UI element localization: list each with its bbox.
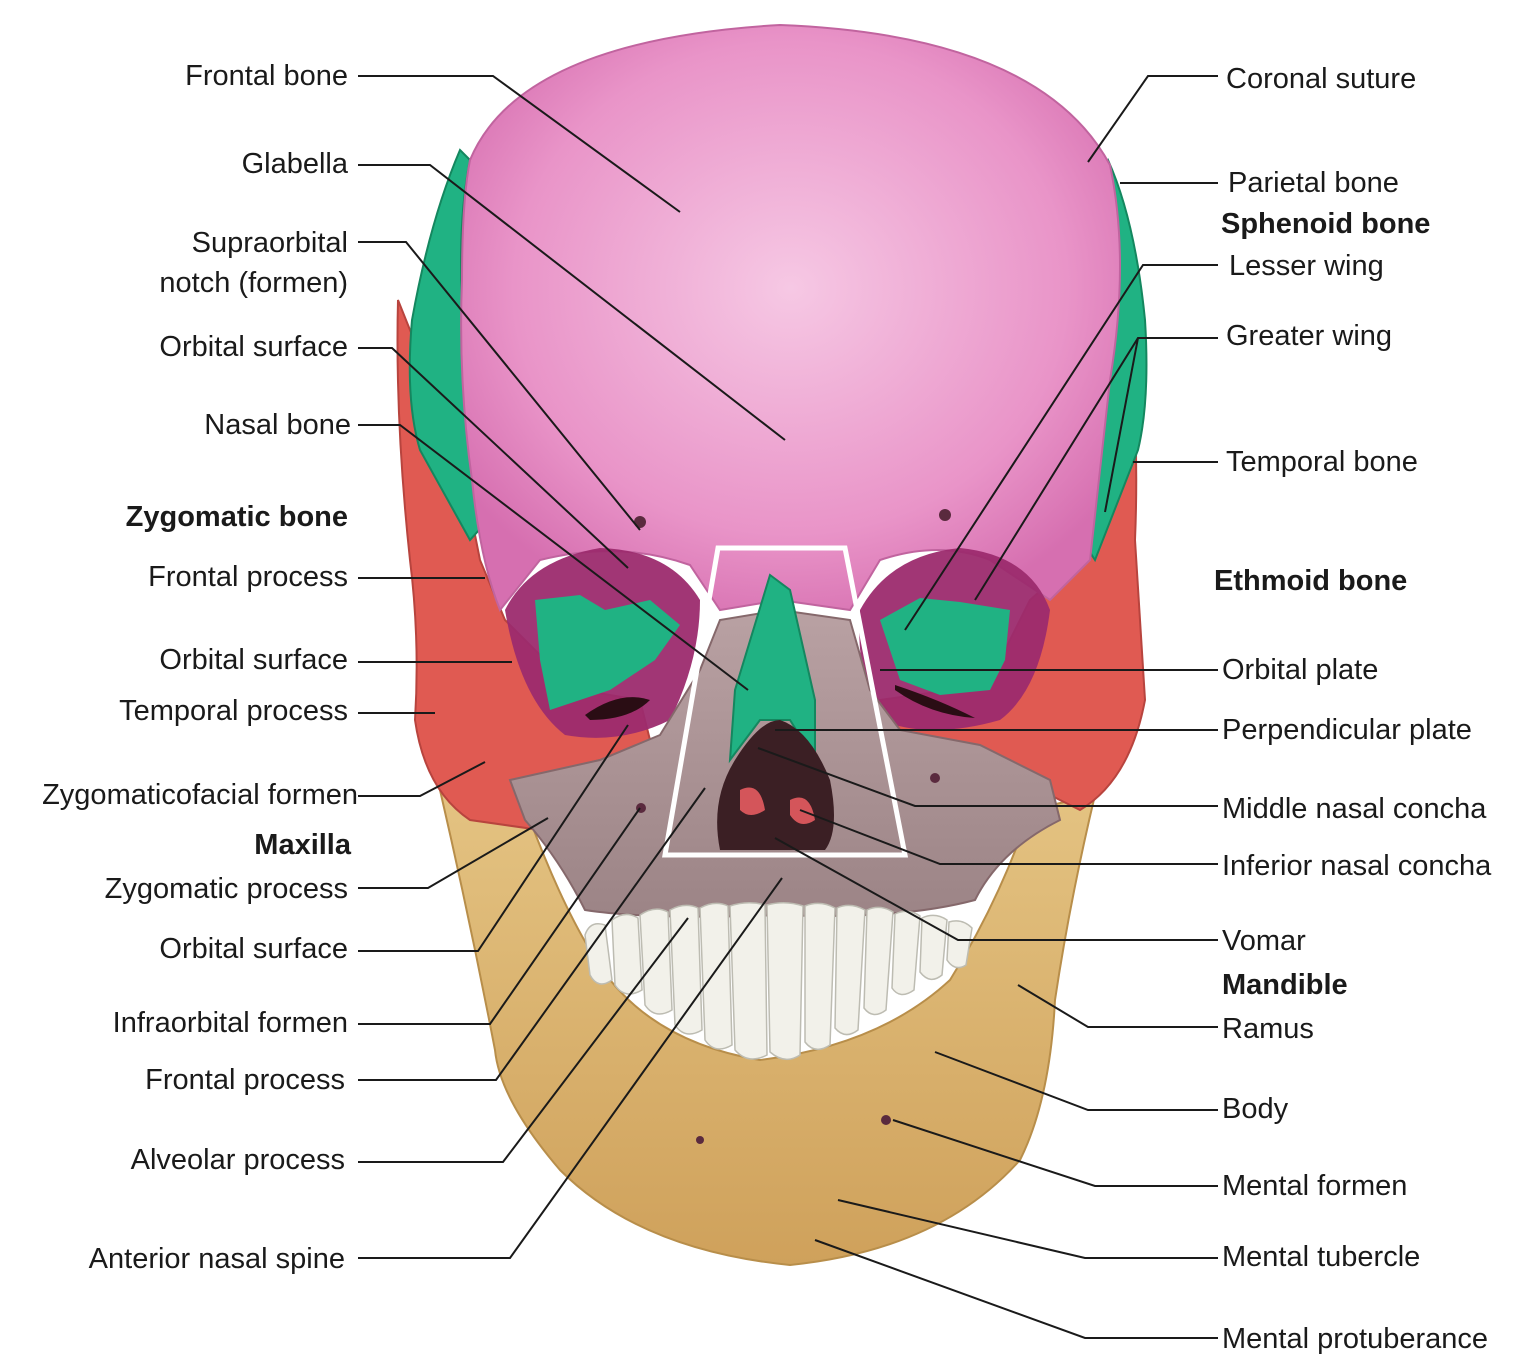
label-lesser-wing: Lesser wing [1229, 250, 1384, 282]
label-greater-wing: Greater wing [1226, 320, 1393, 352]
label-frontal-bone: Frontal bone [185, 60, 348, 92]
label-body: Body [1222, 1093, 1289, 1125]
label-mental-protuberance: Mental protuberance [1222, 1323, 1488, 1355]
nasal-bone-shape [728, 573, 816, 764]
heading-mandible: Mandible [1222, 969, 1348, 1001]
label-middle-nasal-concha: Middle nasal concha [1222, 793, 1487, 825]
heading-ethmoid-bone: Ethmoid bone [1214, 565, 1408, 597]
frontal-bone-shape [460, 23, 1121, 612]
label-nasal-bone: Nasal bone [204, 409, 351, 441]
heading-zygomatic-bone: Zygomatic bone [125, 501, 348, 533]
label-zygomatic-orbital-surface: Orbital surface [159, 644, 348, 676]
heading-sphenoid-bone: Sphenoid bone [1221, 208, 1431, 240]
label-temporal-bone: Temporal bone [1226, 446, 1418, 478]
nasal-conchae [740, 787, 815, 824]
label-alveolar-process: Alveolar process [130, 1144, 345, 1176]
label-zygomatic-frontal-process: Frontal process [148, 561, 348, 593]
heading-maxilla: Maxilla [254, 829, 351, 861]
label-mental-tubercle: Mental tubercle [1222, 1241, 1421, 1273]
label-maxilla-orbital-surface: Orbital surface [159, 933, 348, 965]
ethmoid-highlight-box [662, 545, 909, 858]
label-coronal-suture: Coronal suture [1226, 63, 1417, 95]
label-orbital-surface-frontal: Orbital surface [159, 331, 348, 363]
label-temporal-process: Temporal process [119, 695, 348, 727]
label-maxilla-zygomatic-process: Zygomatic process [104, 873, 348, 905]
label-inferior-nasal-concha: Inferior nasal concha [1222, 850, 1492, 882]
left-fissure [585, 697, 650, 720]
label-perpendicular-plate: Perpendicular plate [1222, 714, 1472, 746]
teeth-row [584, 902, 973, 1061]
label-mental-foramen: Mental formen [1222, 1170, 1408, 1202]
label-maxilla-frontal-process: Frontal process [145, 1064, 345, 1096]
orbit-left-sphenoid [535, 595, 680, 710]
label-infraorbital-foramen: Infraorbital formen [112, 1007, 348, 1039]
label-glabella: Glabella [241, 148, 348, 180]
label-ramus: Ramus [1222, 1013, 1314, 1045]
label-parietal-bone: Parietal bone [1228, 167, 1399, 199]
label-supraorbital-line1: Supraorbital [191, 227, 348, 259]
label-orbital-plate: Orbital plate [1222, 654, 1379, 686]
right-fissure [895, 685, 975, 718]
label-vomer: Vomar [1222, 925, 1306, 957]
label-supraorbital-line2: notch (formen) [159, 267, 348, 299]
label-anterior-nasal-spine: Anterior nasal spine [88, 1243, 345, 1275]
leader-lines [358, 75, 1218, 1339]
label-zygomaticofacial-foramen: Zygomaticofacial formen [42, 779, 358, 811]
